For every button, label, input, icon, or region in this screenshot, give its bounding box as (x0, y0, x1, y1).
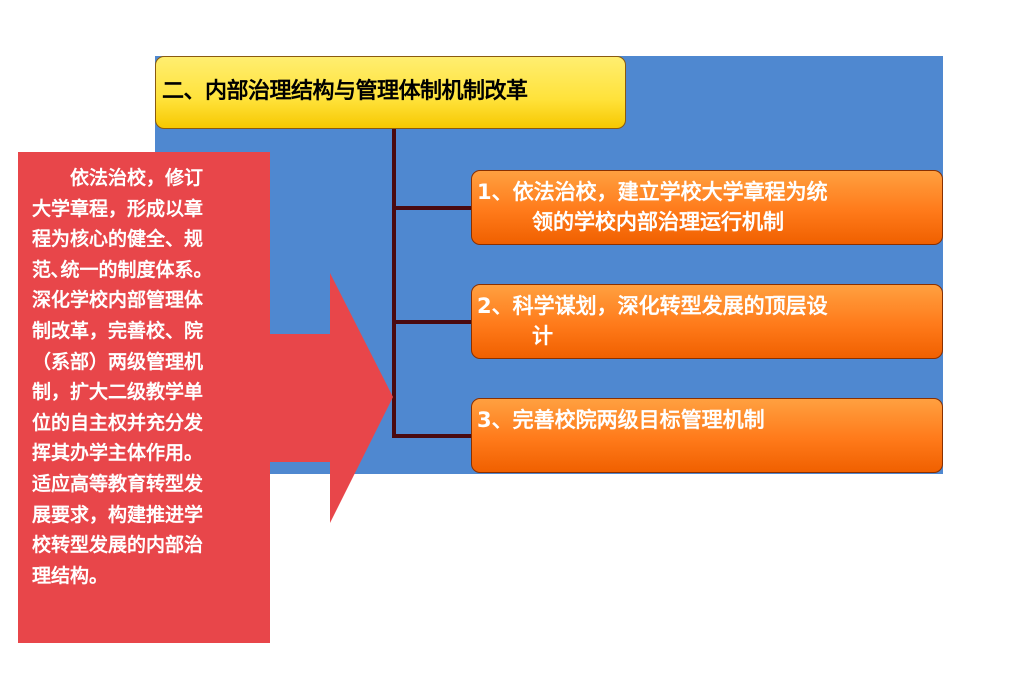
connector-branch-3 (392, 434, 472, 438)
connector-branch-1 (392, 206, 472, 210)
right-arrow-shape (268, 273, 393, 523)
summary-line: 制，扩大二级教学单 (32, 381, 204, 404)
item-1-line-1: 1、依法治校，建立学校大学章程为统 (477, 180, 828, 204)
summary-line: 深化学校内部管理体 (32, 289, 204, 312)
summary-line: 制改革，完善校、院 (32, 319, 204, 342)
item-box-1: 1、依法治校，建立学校大学章程为统 领的学校内部治理运行机制 (471, 170, 943, 245)
item-2-line-1: 2、科学谋划，深化转型发展的顶层设 (477, 294, 828, 318)
item-3-line-1: 3、完善校院两级目标管理机制 (477, 408, 765, 432)
summary-line: 依法治校，修订 (32, 167, 204, 189)
connector-vertical (392, 129, 396, 438)
summary-line: 适应高等教育转型发 (32, 472, 204, 495)
summary-line: 校转型发展的内部治 (32, 534, 204, 557)
item-1-line-2: 领的学校内部治理运行机制 (532, 210, 784, 234)
summary-line: 理结构。 (32, 564, 109, 587)
item-box-2: 2、科学谋划，深化转型发展的顶层设 计 (471, 284, 943, 359)
summary-line: 范､统一的制度体系。 (32, 258, 213, 281)
summary-line: 大学章程，形成以章 (32, 197, 204, 220)
summary-line: 展要求，构建推进学 (32, 503, 204, 526)
summary-panel (18, 152, 270, 643)
connector-branch-2 (392, 320, 472, 324)
title-box: 二、内部治理结构与管理体制机制改革 (155, 56, 626, 129)
summary-line: 位的自主权并充分发 (32, 411, 204, 434)
item-box-3: 3、完善校院两级目标管理机制 (471, 398, 943, 473)
summary-text: 依法治校，修订 大学章程，形成以章 程为核心的健全、规 范､统一的制度体系。 深… (32, 163, 262, 591)
summary-line: （系部）两级管理机 (32, 350, 204, 373)
item-2-line-2: 计 (532, 324, 553, 348)
summary-line: 程为核心的健全、规 (32, 228, 204, 251)
diagram-title: 二、内部治理结构与管理体制机制改革 (162, 79, 528, 104)
summary-line: 挥其办学主体作用。 (32, 442, 204, 465)
